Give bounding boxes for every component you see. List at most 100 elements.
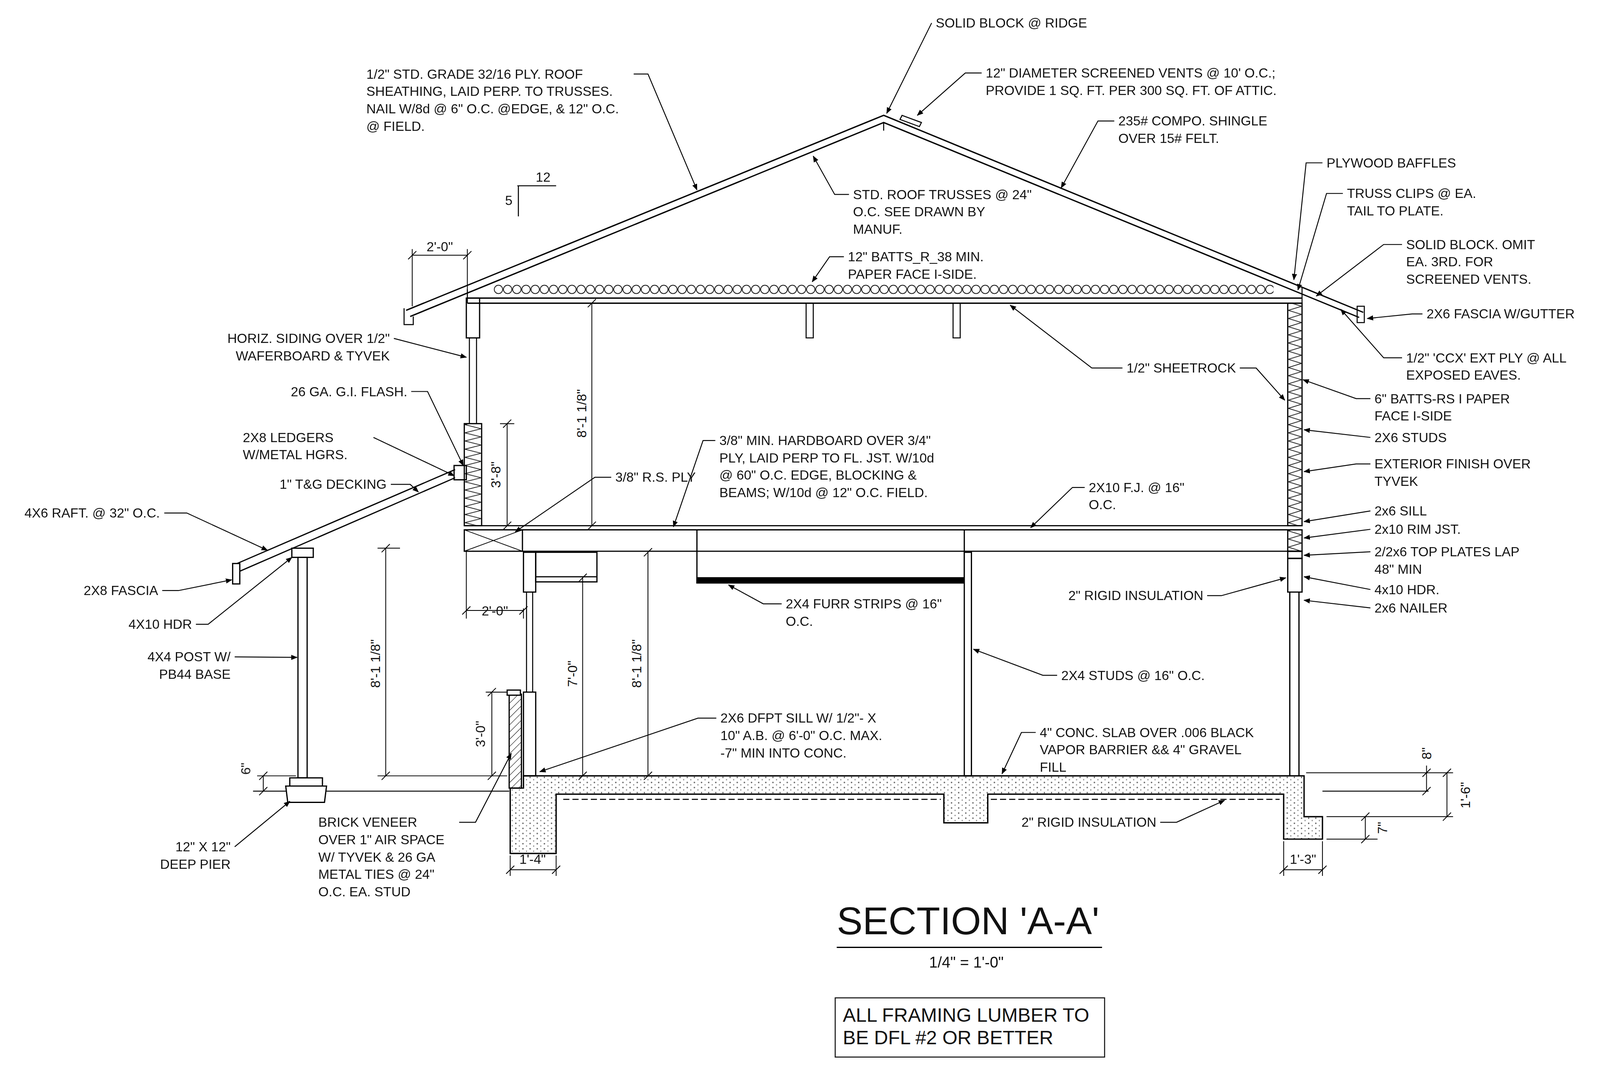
- leader-line: [164, 512, 268, 550]
- dimension-text: 8": [1418, 745, 1435, 762]
- leader-line: [1297, 193, 1343, 290]
- leader-line: [812, 256, 844, 282]
- callout-label: 12" DIAMETER SCREENED VENTS @ 10' O.C.; …: [985, 64, 1328, 99]
- roof: [493, 281, 1274, 298]
- title-underline: [836, 946, 1103, 948]
- leader-line: [1240, 367, 1285, 400]
- callout-label: 12" BATTS_R_38 MIN. PAPER FACE I-SIDE.: [847, 247, 1012, 283]
- leader-line: [1304, 463, 1371, 472]
- callout-label: BRICK VENEER OVER 1" AIR SPACE W/ TYVEK …: [318, 813, 455, 900]
- dimension-lines: [1361, 812, 1370, 843]
- dimension-lines: [1279, 841, 1327, 876]
- dimension-text: 1'-4": [519, 850, 546, 868]
- callout-label: EXTERIOR FINISH OVER TYVEK: [1374, 455, 1538, 490]
- leader-line: [459, 753, 512, 823]
- callout-label: 2X4 STUDS @ 16" O.C.: [1061, 666, 1205, 685]
- callout-label: 26 GA. G.I. FLASH.: [290, 382, 408, 401]
- leader-line: [1367, 313, 1423, 319]
- callout-label: 1/2" 'CCX' EXT PLY @ ALL EXPOSED EAVES.: [1406, 349, 1572, 384]
- walls-and-floor: [526, 592, 533, 693]
- leader-line: [1061, 120, 1115, 188]
- walls-and-floor: [535, 552, 598, 582]
- porch: [297, 557, 308, 778]
- leader-line: [1207, 577, 1286, 596]
- walls-and-floor: [964, 552, 972, 776]
- porch: [234, 469, 455, 572]
- callout-label: 2x6 SILL: [1374, 502, 1428, 520]
- drawing-title: SECTION 'A-A': [836, 898, 1100, 944]
- walls-and-floor: [1287, 303, 1303, 526]
- title-underline: [836, 946, 1103, 948]
- walls-and-floor: [523, 692, 536, 776]
- walls-and-floor: [523, 552, 536, 593]
- leader-line: [1010, 305, 1123, 368]
- porch: [232, 465, 467, 803]
- callout-label: 2x6 NAILER: [1374, 599, 1448, 617]
- leader-line: [234, 656, 297, 658]
- leader-line: [234, 801, 290, 847]
- callout-label: 1" T&G DECKING: [279, 475, 387, 494]
- roof: [406, 115, 1364, 313]
- callout-label: 2" RIGID INSULATION: [1021, 813, 1157, 831]
- callout-label: TRUSS CLIPS @ EA. TAIL TO PLATE.: [1347, 184, 1500, 220]
- porch: [285, 785, 327, 803]
- dimension-lines: [485, 687, 508, 780]
- callout-label: 1/2" STD. GRADE 32/16 PLY. ROOF SHEATHIN…: [366, 65, 630, 135]
- callout-label: 12" X 12" DEEP PIER: [145, 837, 231, 873]
- note-box: ALL FRAMING LUMBER TO BE DFL #2 OR BETTE…: [834, 997, 1105, 1058]
- dimension-lines: [377, 544, 508, 780]
- roof: [883, 122, 885, 131]
- walls-and-floor: [464, 529, 523, 551]
- dimension-text: 7'-0": [565, 658, 581, 689]
- callout-label: 2X10 F.J. @ 16" O.C.: [1088, 478, 1203, 514]
- walls-and-floor: [535, 576, 598, 578]
- foundation: [510, 775, 1323, 854]
- callout-label: STD. ROOF TRUSSES @ 24" O.C. SEE DRAWN B…: [852, 185, 1033, 238]
- leader-line: [813, 156, 850, 195]
- dimension-text: 3'-0": [472, 718, 489, 750]
- callout-label: 3/8" R.S. PLY: [615, 468, 696, 486]
- leader-line: [1304, 551, 1371, 556]
- leader-line: [515, 477, 612, 532]
- scale-caption: 1/4" = 1'-0": [929, 953, 1004, 972]
- callout-label: 1/2" SHEETROCK: [1126, 359, 1237, 377]
- leader-line: [886, 22, 932, 114]
- callout-label: 4X6 RAFT. @ 32" O.C.: [24, 504, 160, 522]
- dimension-text: 2'-0": [426, 237, 453, 256]
- leader-line: [1316, 244, 1403, 297]
- callout-label: 5: [505, 192, 513, 210]
- leader-line: [1302, 379, 1371, 399]
- callout-label: 2X8 FASCIA: [83, 581, 159, 600]
- callout-label: 2" RIGID INSULATION: [1068, 587, 1204, 605]
- walls-and-floor: [697, 529, 965, 583]
- dimension-text: 8'-1 1/8": [629, 637, 645, 690]
- porch: [290, 777, 323, 787]
- callout-label: 2X6 DFPT SILL W/ 1/2"- X 10" A.B. @ 6'-0…: [720, 709, 886, 762]
- walls-and-floor: [464, 529, 523, 551]
- porch: [454, 465, 467, 480]
- leader-line: [195, 557, 292, 625]
- roof: [517, 185, 557, 217]
- leader-line: [728, 585, 782, 604]
- dimension-text: 2'-0": [481, 602, 508, 620]
- roof: [952, 303, 960, 338]
- dimension-lines: [1306, 772, 1454, 840]
- callout-label: 4X10 HDR: [128, 615, 193, 633]
- porch: [232, 563, 240, 584]
- porch: [291, 548, 313, 558]
- callout-label: 4x10 HDR.: [1374, 580, 1440, 599]
- leader-line: [1304, 576, 1371, 590]
- callout-label: 2X6 STUDS: [1374, 428, 1447, 447]
- dimension-lines: [257, 249, 1453, 876]
- walls-and-floor: [469, 337, 477, 424]
- walls-and-floor: [464, 297, 1303, 788]
- dimension-lines: [1442, 768, 1452, 821]
- callout-label: 6" BATTS-RS I PAPER FACE I-SIDE: [1374, 390, 1524, 425]
- dimension-lines: [257, 771, 296, 795]
- callout-label: SOLID BLOCK @ RIDGE: [935, 14, 1088, 32]
- dimension-lines: [1422, 765, 1431, 795]
- callout-label: 2X4 FURR STRIPS @ 16" O.C.: [785, 595, 950, 630]
- leader-line: [1160, 800, 1225, 823]
